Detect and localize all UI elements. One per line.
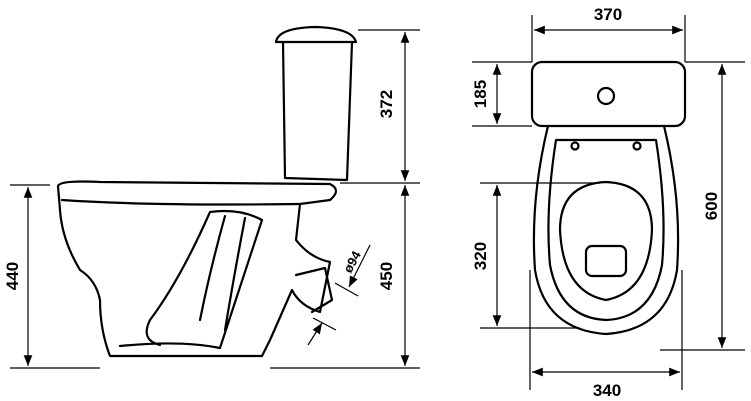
drain-outline [584, 244, 628, 278]
dimension-370: 370 [531, 5, 686, 62]
dimension-label-370: 370 [594, 5, 622, 24]
dimension-450: 450 [270, 185, 420, 369]
dimension-440: 440 [3, 184, 100, 369]
bowl-top-outline [532, 124, 680, 336]
trapway [118, 209, 264, 350]
flush-button [596, 86, 616, 106]
dimension-diameter-94: ø94 [307, 244, 371, 346]
tank-top [530, 60, 687, 128]
dimension-label-372: 372 [377, 90, 396, 118]
hinge-right [632, 141, 642, 151]
dimension-372: 372 [340, 29, 420, 184]
bowl-rim [60, 198, 302, 206]
dimension-600: 600 [660, 61, 745, 351]
hinge-left [570, 141, 580, 151]
dimension-label-440: 440 [3, 262, 22, 290]
dimension-label-320: 320 [471, 242, 490, 270]
side-view [56, 25, 358, 358]
seat-outline [547, 138, 665, 322]
tank-lid [274, 25, 358, 44]
tank-body [281, 40, 354, 182]
dimension-label-185: 185 [471, 80, 490, 108]
trapway-inner [198, 214, 247, 332]
dimension-label-340: 340 [593, 381, 621, 400]
dimension-340: 340 [529, 270, 683, 400]
dimension-label-450: 450 [377, 262, 396, 290]
dimension-185: 185 [471, 61, 532, 127]
bowl-outline [56, 180, 338, 358]
top-view [530, 60, 687, 336]
seat-opening [558, 180, 654, 302]
dimension-label-diameter: ø94 [340, 248, 364, 276]
dimension-label-600: 600 [702, 192, 721, 220]
outlet-pipe [294, 266, 334, 314]
